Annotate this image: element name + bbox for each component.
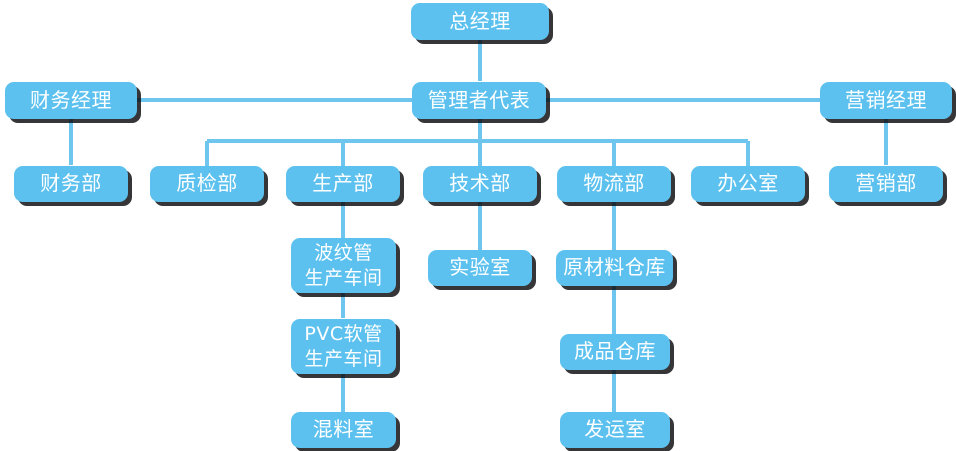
node-mixing-room[interactable]: 混料室 bbox=[291, 412, 396, 448]
node-marketing-manager[interactable]: 营销经理 bbox=[820, 82, 952, 119]
node-technology-department[interactable]: 技术部 bbox=[423, 166, 537, 202]
node-shipping-room[interactable]: 发运室 bbox=[560, 412, 670, 448]
node-pvc-hose-workshop[interactable]: PVC软管 生产车间 bbox=[291, 319, 396, 374]
node-office[interactable]: 办公室 bbox=[691, 166, 805, 202]
node-raw-material-warehouse[interactable]: 原材料仓库 bbox=[556, 250, 673, 286]
node-finance-manager[interactable]: 财务经理 bbox=[5, 82, 137, 119]
node-marketing-department[interactable]: 营销部 bbox=[829, 166, 943, 202]
node-corrugated-pipe-workshop[interactable]: 波纹管 生产车间 bbox=[291, 238, 396, 293]
node-general-manager[interactable]: 总经理 bbox=[411, 3, 549, 40]
node-quality-inspection-department[interactable]: 质检部 bbox=[150, 166, 264, 202]
node-finance-department[interactable]: 财务部 bbox=[14, 166, 128, 202]
node-logistics-department[interactable]: 物流部 bbox=[557, 166, 671, 202]
node-production-department[interactable]: 生产部 bbox=[286, 166, 400, 202]
node-laboratory[interactable]: 实验室 bbox=[428, 250, 532, 286]
node-finished-goods-warehouse[interactable]: 成品仓库 bbox=[560, 334, 670, 370]
node-management-representative[interactable]: 管理者代表 bbox=[412, 82, 546, 119]
